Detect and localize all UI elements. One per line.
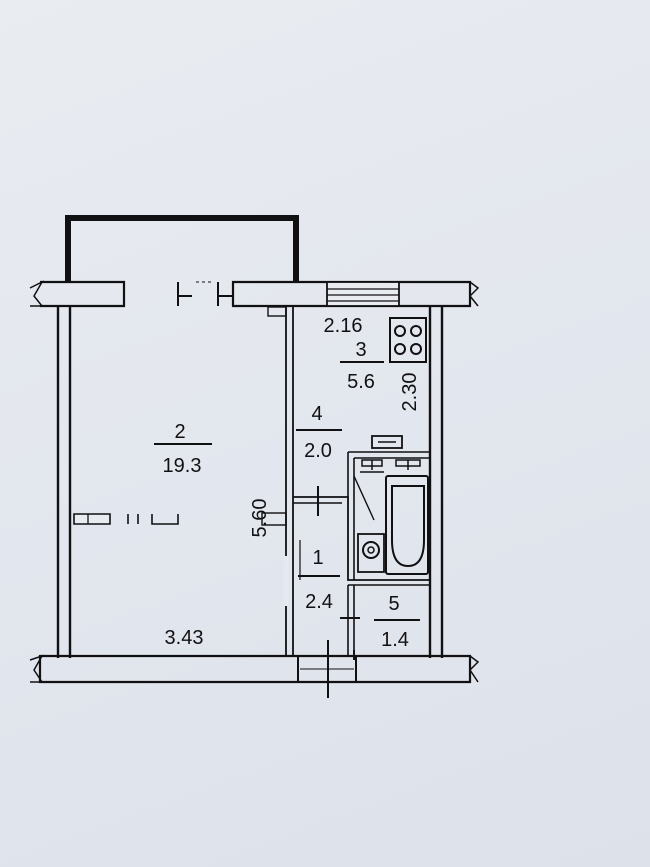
bathroom-sink-icon [361, 459, 421, 470]
room-2-width-dimension: 3.43 [165, 627, 204, 649]
kitchen-sink-icon [371, 435, 403, 449]
room-1-number: 1 [312, 547, 323, 569]
kitchen-corridor-walls [293, 451, 430, 660]
room-1-area: 2.4 [305, 591, 333, 613]
right-exterior-wall [428, 306, 444, 658]
balcony [65, 215, 299, 282]
toilet-icon [357, 533, 385, 573]
room-2-length-dimension: 5.60 [249, 499, 271, 538]
top-exterior-wall [29, 280, 480, 308]
room-2-area: 19.3 [163, 455, 202, 477]
kitchen-window [326, 281, 400, 307]
bottom-exterior-wall [29, 640, 480, 698]
interior-partition [261, 306, 294, 656]
room-4-area: 2.0 [304, 440, 332, 462]
room-2-number: 2 [174, 421, 185, 443]
kitchen-length-dimension: 2.30 [399, 373, 421, 412]
left-window-marks [73, 513, 179, 525]
room-4-number: 4 [311, 403, 322, 425]
room-3-number: 3 [355, 339, 366, 361]
room-5-number: 5 [388, 593, 399, 615]
left-exterior-wall [56, 306, 72, 658]
stove-icon [389, 317, 427, 363]
kitchen-width-dimension: 2.16 [324, 315, 363, 337]
room-3-area: 5.6 [347, 371, 375, 393]
bathtub-icon [385, 475, 429, 575]
room-5-area: 1.4 [381, 629, 409, 651]
